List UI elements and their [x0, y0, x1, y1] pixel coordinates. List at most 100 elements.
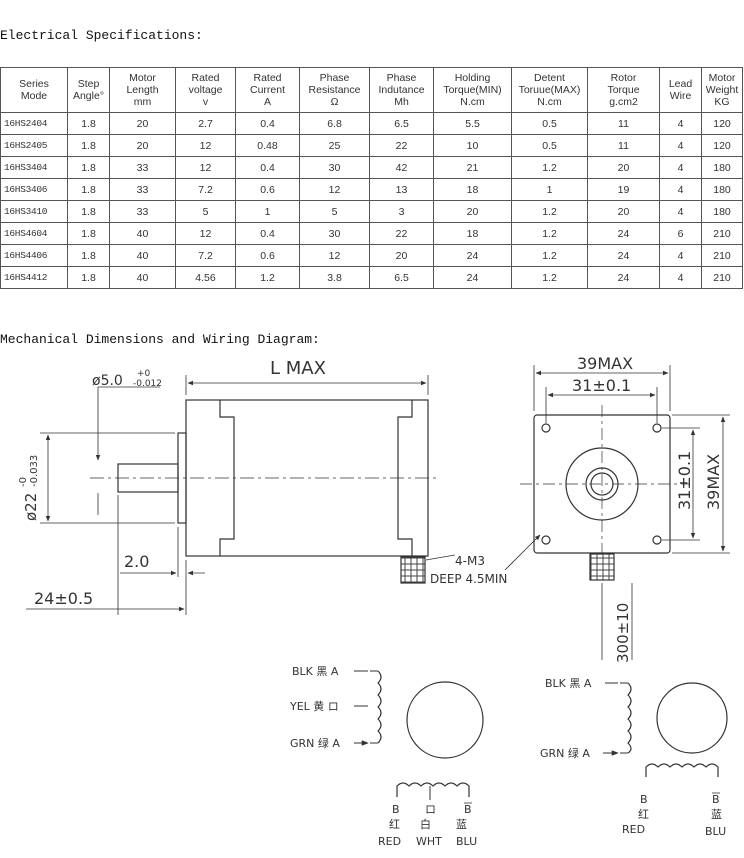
mount-hole-tr — [652, 423, 662, 433]
model-cell: 16HS3410 — [0, 200, 68, 223]
side-view-labels: ø5.0 +0 -0.012 L MAX ø22 -0 -0.033 2.0 2… — [18, 358, 541, 608]
table-cell: 12 — [175, 156, 236, 179]
length-label: L MAX — [270, 358, 326, 379]
shaft-diameter-label: ø5.0 — [92, 373, 123, 389]
table-cell: 0.6 — [235, 244, 300, 267]
model-cell: 16HS4412 — [0, 266, 68, 289]
table-cell: 120 — [701, 134, 743, 157]
table-cell: 6 — [659, 222, 702, 245]
shaft-tolerance-upper: +0 — [137, 369, 151, 379]
lead-length-label: 300±10 — [614, 603, 632, 663]
column-header-line: voltage — [188, 84, 223, 96]
column-header-line: A — [263, 96, 271, 108]
boss-tolerance-lower: -0.033 — [29, 455, 40, 487]
model-cell: 16HS3406 — [0, 178, 68, 201]
table-cell: 11 — [587, 112, 660, 135]
lead-wires-front — [589, 553, 615, 581]
table-cell: 0.5 — [511, 134, 588, 157]
table-cell: 4.56 — [175, 266, 236, 289]
table-cell: 24 — [433, 266, 512, 289]
table-cell: 1.8 — [67, 178, 110, 201]
front-view-labels: 39MAX 31±0.1 31±0.1 39MAX 300±10 — [572, 354, 723, 663]
model-cell: 16HS2405 — [0, 134, 68, 157]
column-header-line: Detent — [534, 72, 565, 84]
wire-wht-label: WHT — [416, 835, 442, 848]
table-cell: 21 — [433, 156, 512, 179]
column-header-line: N.cm — [537, 96, 562, 108]
table-cell: 24 — [587, 244, 660, 267]
table-cell: 33 — [109, 200, 176, 223]
table-cell: 5 — [299, 200, 370, 223]
column-header-line: Angle° — [72, 90, 105, 102]
table-cell: 4 — [659, 156, 702, 179]
wire-red-label: RED — [378, 835, 401, 848]
table-cell: 24 — [587, 266, 660, 289]
table-cell: 4 — [659, 200, 702, 223]
table-cell: 7.2 — [175, 178, 236, 201]
table-cell: 5.5 — [433, 112, 512, 135]
wire-bbar-letter: B — [464, 803, 472, 816]
table-cell: 12 — [175, 134, 236, 157]
table-cell: 180 — [701, 178, 743, 201]
column-header-line: Rated — [191, 72, 220, 84]
table-cell: 30 — [299, 156, 370, 179]
table-cell: 0.4 — [235, 112, 300, 135]
side-view — [90, 399, 440, 584]
column-header-line: Torque — [607, 84, 640, 96]
table-cell: 1.8 — [67, 266, 110, 289]
column-header-line: Length — [126, 84, 159, 96]
table-cell: 42 — [369, 156, 434, 179]
table-cell: 1.2 — [235, 266, 300, 289]
wire-yel-label: YEL 黄 ロ — [289, 699, 339, 713]
wire-blu-label: BLU — [456, 835, 477, 848]
mount-hole-bl — [541, 535, 551, 545]
table-cell: 1 — [235, 200, 300, 223]
table-cell: 1.2 — [511, 156, 588, 179]
wire-b-letter: B — [392, 803, 400, 816]
table-cell: 4 — [659, 112, 702, 135]
table-cell: 4 — [659, 134, 702, 157]
wire4-b-letter: B — [640, 793, 648, 806]
column-header-line: Mode — [20, 90, 48, 102]
table-cell: 25 — [299, 134, 370, 157]
mount-hole-tl — [541, 423, 551, 433]
table-cell: 12 — [299, 178, 370, 201]
screw-depth-label: DEEP 4.5MIN — [430, 572, 507, 586]
column-header-line: Holding — [454, 72, 491, 84]
column-header-line: Phase — [319, 72, 350, 84]
table-cell: 0.48 — [235, 134, 300, 157]
table-cell: 180 — [701, 156, 743, 179]
table-cell: 6.5 — [369, 266, 434, 289]
side-view-dimensions — [26, 375, 429, 615]
table-cell: 12 — [175, 222, 236, 245]
table-cell: 0.5 — [511, 112, 588, 135]
table-cell: 11 — [587, 134, 660, 157]
column-header-line: Resistance — [308, 84, 361, 96]
table-cell: 3.8 — [299, 266, 370, 289]
table-cell: 33 — [109, 178, 176, 201]
table-cell: 20 — [587, 156, 660, 179]
table-cell: 0.6 — [235, 178, 300, 201]
table-cell: 3 — [369, 200, 434, 223]
table-cell: 20 — [369, 244, 434, 267]
wire-mid-letter: ロ — [425, 803, 436, 816]
table-cell: 40 — [109, 244, 176, 267]
rotor-symbol-6 — [406, 681, 484, 759]
coil-a — [377, 670, 382, 744]
column-header-line: mm — [133, 96, 152, 108]
boss-diameter-label: ø22 — [22, 493, 40, 521]
electrical-specifications-heading: Electrical Specifications: — [0, 28, 203, 43]
column-header-line: N.cm — [460, 96, 485, 108]
